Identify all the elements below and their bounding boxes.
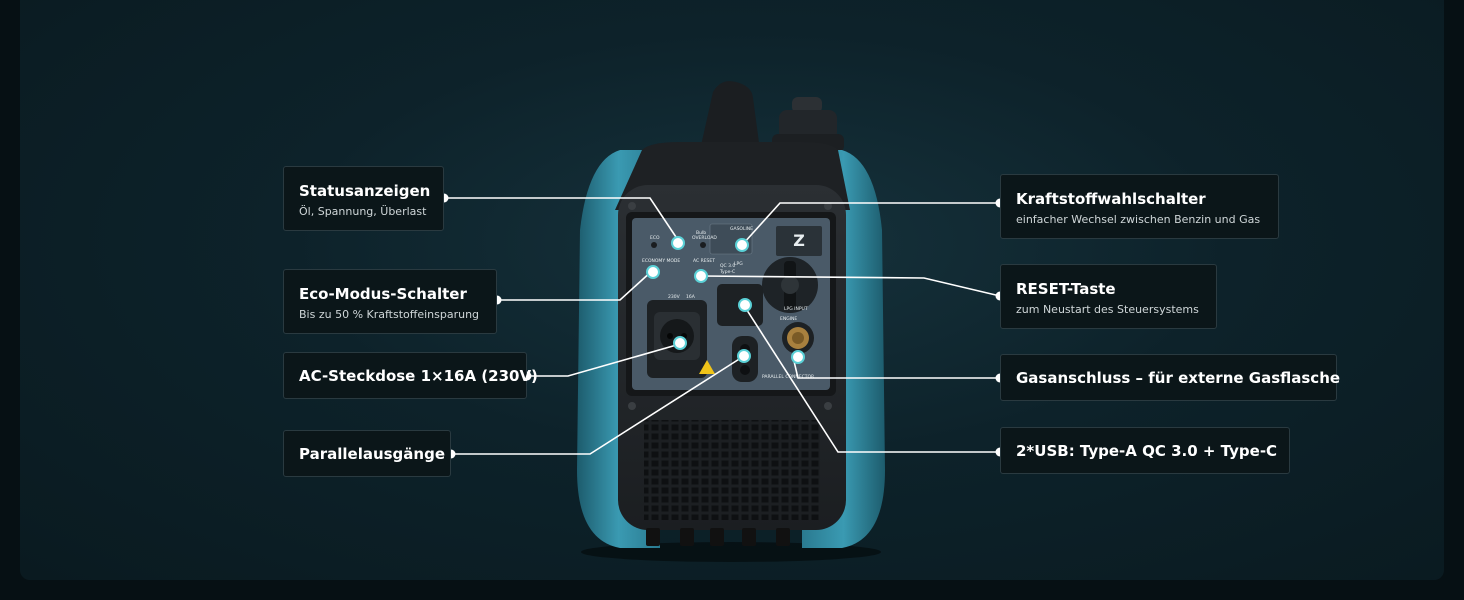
callout-reset-title: RESET-Taste bbox=[1016, 280, 1116, 298]
panel-label-typec: Type-C bbox=[719, 269, 735, 275]
callout-fuel: Kraftstoffwahlschalter einfacher Wechsel… bbox=[1000, 174, 1279, 239]
svg-text:Z: Z bbox=[793, 231, 805, 250]
panel-label-lpg-input: LPG INPUT bbox=[784, 306, 808, 312]
line-reset bbox=[700, 275, 1001, 297]
callout-status-subtitle: Öl, Spannung, Überlast bbox=[299, 205, 427, 218]
connector-lines bbox=[439, 193, 1005, 459]
callout-status-title: Statusanzeigen bbox=[299, 182, 431, 200]
callout-parallel-title: Parallelausgänge bbox=[299, 444, 446, 463]
panel-label-engine: ENGINE bbox=[780, 316, 797, 322]
callout-usb: 2*USB: Type-A QC 3.0 + Type-C bbox=[1000, 427, 1290, 474]
callout-ac: AC-Steckdose 1×16A (230V) bbox=[283, 352, 538, 399]
line-fuel bbox=[742, 202, 1000, 245]
panel-label-gasoline: GASOLINE bbox=[730, 226, 753, 232]
panel-label-ac-reset: AC RESET bbox=[693, 258, 715, 264]
line-ac bbox=[527, 343, 681, 377]
callout-gas: Gasanschluss – für externe Gasflasche bbox=[1000, 354, 1341, 401]
callout-usb-title: 2*USB: Type-A QC 3.0 + Type-C bbox=[1016, 441, 1278, 460]
callout-gas-title: Gasanschluss – für externe Gasflasche bbox=[1016, 368, 1341, 387]
line-parallel bbox=[451, 355, 745, 455]
panel-label-bulb: Bulb bbox=[696, 230, 706, 236]
line-gas bbox=[792, 356, 1000, 379]
callout-fuel-subtitle: einfacher Wechsel zwischen Benzin und Ga… bbox=[1016, 213, 1261, 226]
callout-eco-title: Eco-Modus-Schalter bbox=[299, 285, 467, 303]
callout-eco-subtitle: Bis zu 50 % Kraftstoffeinsparung bbox=[299, 308, 480, 321]
generator-illustration: Z bbox=[577, 81, 885, 562]
line-status bbox=[444, 197, 679, 241]
product-stage: Z ECO Bulb OVERLOAD GASOLINE LPG ECO bbox=[20, 0, 1444, 580]
panel-labels: ECO Bulb OVERLOAD GASOLINE LPG ECONOMY M… bbox=[642, 226, 814, 380]
callout-reset-subtitle: zum Neustart des Steuersystems bbox=[1016, 303, 1199, 316]
callout-ac-title: AC-Steckdose 1×16A (230V) bbox=[299, 366, 538, 385]
panel-label-volt: 230V bbox=[668, 294, 681, 300]
panel-label-amp: 16A bbox=[686, 294, 696, 300]
callout-status: Statusanzeigen Öl, Spannung, Überlast bbox=[283, 166, 444, 231]
callout-eco: Eco-Modus-Schalter Bis zu 50 % Kraftstof… bbox=[283, 269, 497, 334]
panel-label-qc: QC 3.0 bbox=[720, 263, 735, 269]
panel-label-overload: OVERLOAD bbox=[692, 235, 717, 241]
line-usb bbox=[742, 303, 1000, 453]
panel-label-lpg: LPG bbox=[734, 261, 743, 267]
callout-fuel-title: Kraftstoffwahlschalter bbox=[1016, 190, 1206, 208]
panel-label-parallel-connector: PARALLEL CONNECTOR bbox=[762, 374, 814, 380]
callout-reset: RESET-Taste zum Neustart des Steuersyste… bbox=[1000, 264, 1217, 329]
panel-label-economy-mode: ECONOMY MODE bbox=[642, 258, 680, 264]
callout-parallel: Parallelausgänge bbox=[283, 430, 451, 477]
panel-label-eco: ECO bbox=[650, 235, 660, 241]
line-eco bbox=[497, 269, 654, 301]
